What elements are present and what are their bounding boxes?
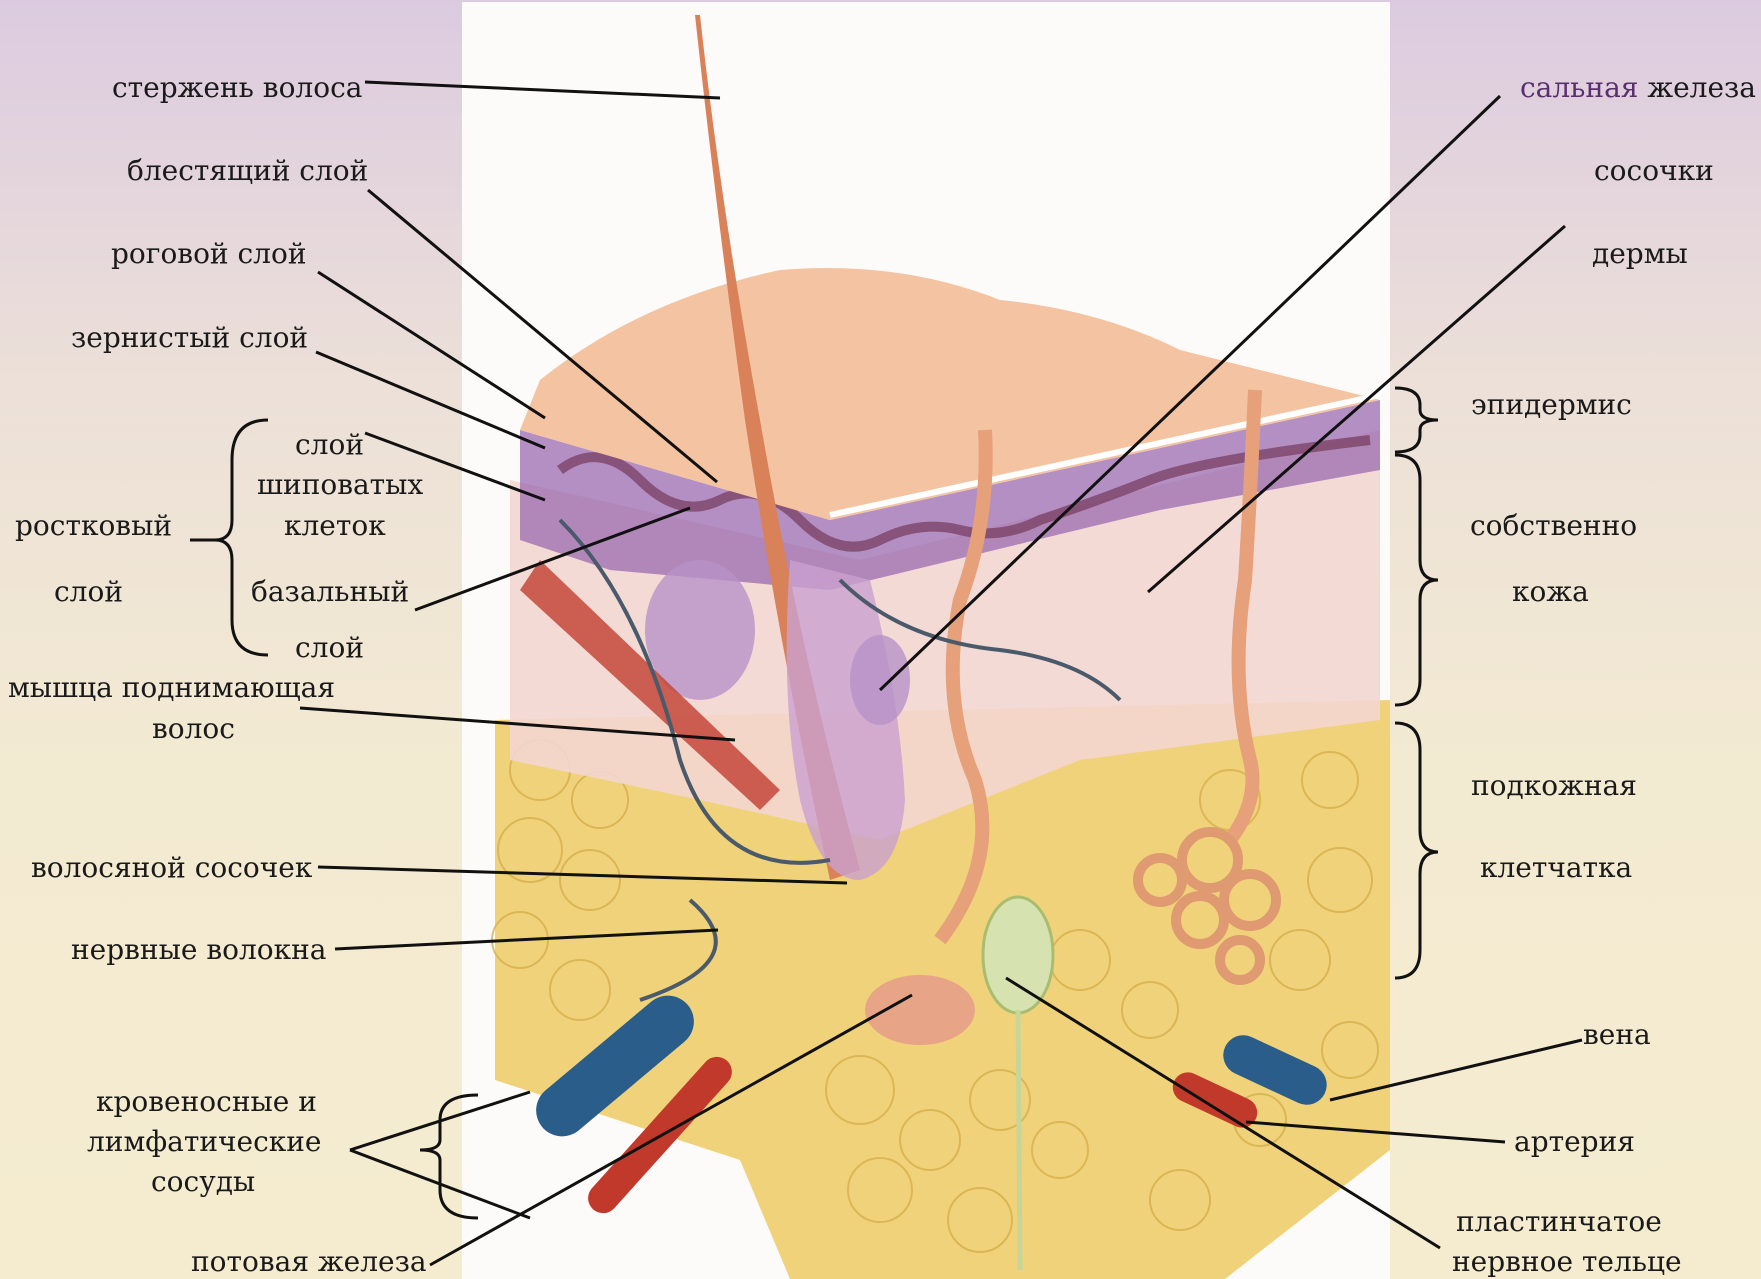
label-spinous-1: слой: [295, 429, 364, 461]
label-stratum-corneum: роговой слой: [111, 238, 306, 270]
label-stratum-lucidum: блестящий слой: [127, 155, 368, 187]
label-pacinian-1: пластинчатое: [1456, 1206, 1662, 1238]
label-nerve-fibers: нервные волокна: [71, 934, 326, 966]
label-hypodermis-1: подкожная: [1471, 770, 1637, 802]
label-stratum-granulosum: зернистый слой: [71, 322, 308, 354]
label-spinous-2: шиповатых: [257, 469, 423, 501]
label-pacinian-2: нервное тельце: [1452, 1246, 1682, 1278]
label-germinal-2: слой: [54, 576, 123, 608]
label-epidermis: эпидермис: [1471, 389, 1632, 421]
label-vessels-2: лимфатические: [87, 1126, 322, 1158]
label-basal-2: слой: [295, 632, 364, 664]
label-sweat-gland: потовая железа: [191, 1246, 427, 1278]
pacinian-corpuscle: [983, 897, 1053, 1013]
label-arrector-2: волос: [152, 713, 235, 745]
label-papillae-2: дермы: [1592, 238, 1688, 270]
label-germinal-1: ростковый: [15, 510, 172, 542]
label-spinous-3: клеток: [284, 510, 386, 542]
label-dermis-1: собственно: [1470, 510, 1637, 542]
label-arrector-1: мышца поднимающая: [8, 672, 335, 704]
label-vein: вена: [1583, 1019, 1651, 1051]
label-dermis-2: кожа: [1512, 576, 1589, 608]
label-sebaceous-1: сальная: [1520, 71, 1638, 104]
label-hair-shaft: стержень волоса: [112, 72, 362, 104]
label-basal-1: базальный: [251, 576, 409, 608]
label-hair-papilla: волосяной сосочек: [31, 852, 312, 884]
label-sebaceous-2: железа: [1647, 71, 1756, 104]
label-sebaceous-gland: сальная железа: [1520, 72, 1756, 104]
label-vessels-1: кровеносные и: [96, 1086, 317, 1118]
label-artery: артерия: [1514, 1126, 1635, 1158]
label-vessels-3: сосуды: [151, 1166, 255, 1198]
label-papillae-1: сосочки: [1594, 155, 1714, 187]
label-hypodermis-2: клетчатка: [1480, 852, 1632, 884]
